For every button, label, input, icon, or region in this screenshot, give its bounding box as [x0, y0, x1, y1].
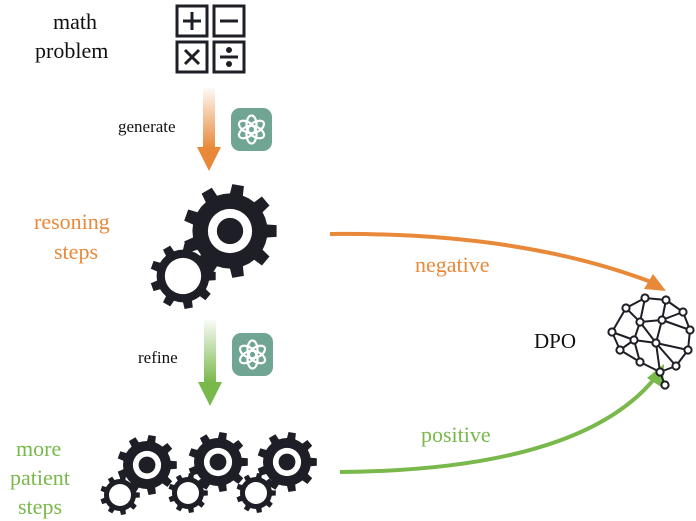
- divide-icon: [212, 40, 246, 74]
- network-node: [635, 357, 645, 367]
- network-node: [685, 325, 695, 335]
- network-node: [635, 317, 645, 327]
- network-node: [661, 295, 671, 305]
- reasoning-steps-label-line2: steps: [54, 239, 98, 264]
- patient-steps-label-line2: patient: [10, 465, 70, 490]
- network-edge: [655, 342, 689, 351]
- network-node: [651, 338, 661, 348]
- network-node: [640, 293, 650, 303]
- generate-arrow: [197, 88, 221, 171]
- network-node: [655, 367, 665, 377]
- network-edge: [611, 307, 627, 333]
- gear-icon: [236, 473, 276, 513]
- gear-icon: [117, 435, 177, 495]
- patient-steps-label-line3: steps: [18, 494, 62, 519]
- network-node: [621, 303, 631, 313]
- network-node: [615, 345, 625, 355]
- network-node: [607, 327, 617, 337]
- network-edge: [661, 319, 691, 331]
- gear-icon: [150, 243, 216, 309]
- times-icon: [175, 40, 209, 74]
- gear-icon: [188, 432, 248, 492]
- refine-label: refine: [138, 348, 178, 367]
- network-edge: [655, 342, 677, 367]
- network-node: [660, 380, 670, 390]
- math-problem-label-line1: math: [53, 9, 97, 34]
- network-node: [683, 345, 693, 355]
- generate-label: generate: [118, 117, 176, 136]
- negative-arrow: [329, 231, 666, 291]
- reasoning-steps-label-line1: resoning: [34, 209, 110, 234]
- plus-icon: [175, 4, 209, 38]
- network-node: [657, 315, 667, 325]
- network-node: [678, 307, 688, 317]
- math-problem-label-line2: problem: [35, 38, 109, 63]
- brain-network-icon: [607, 293, 695, 390]
- network-node: [629, 335, 639, 345]
- patient-steps-label-line1: more: [16, 436, 62, 461]
- math-operators-icon: [175, 4, 246, 74]
- network-edge: [655, 342, 661, 373]
- positive-arrow: [339, 364, 664, 474]
- gears-icon: [100, 432, 317, 515]
- dpo-label: DPO: [534, 329, 577, 353]
- refine-arrow: [198, 320, 222, 406]
- openai-logo-icon: [232, 333, 273, 376]
- negative-label: negative: [415, 252, 490, 277]
- openai-logo-icon: [231, 108, 272, 151]
- network-node: [671, 361, 681, 371]
- gears-icon: [150, 184, 277, 309]
- gear-icon: [100, 475, 140, 515]
- minus-icon: [212, 4, 246, 38]
- gear-icon: [257, 432, 317, 492]
- positive-label: positive: [421, 422, 491, 447]
- gear-icon: [168, 473, 208, 513]
